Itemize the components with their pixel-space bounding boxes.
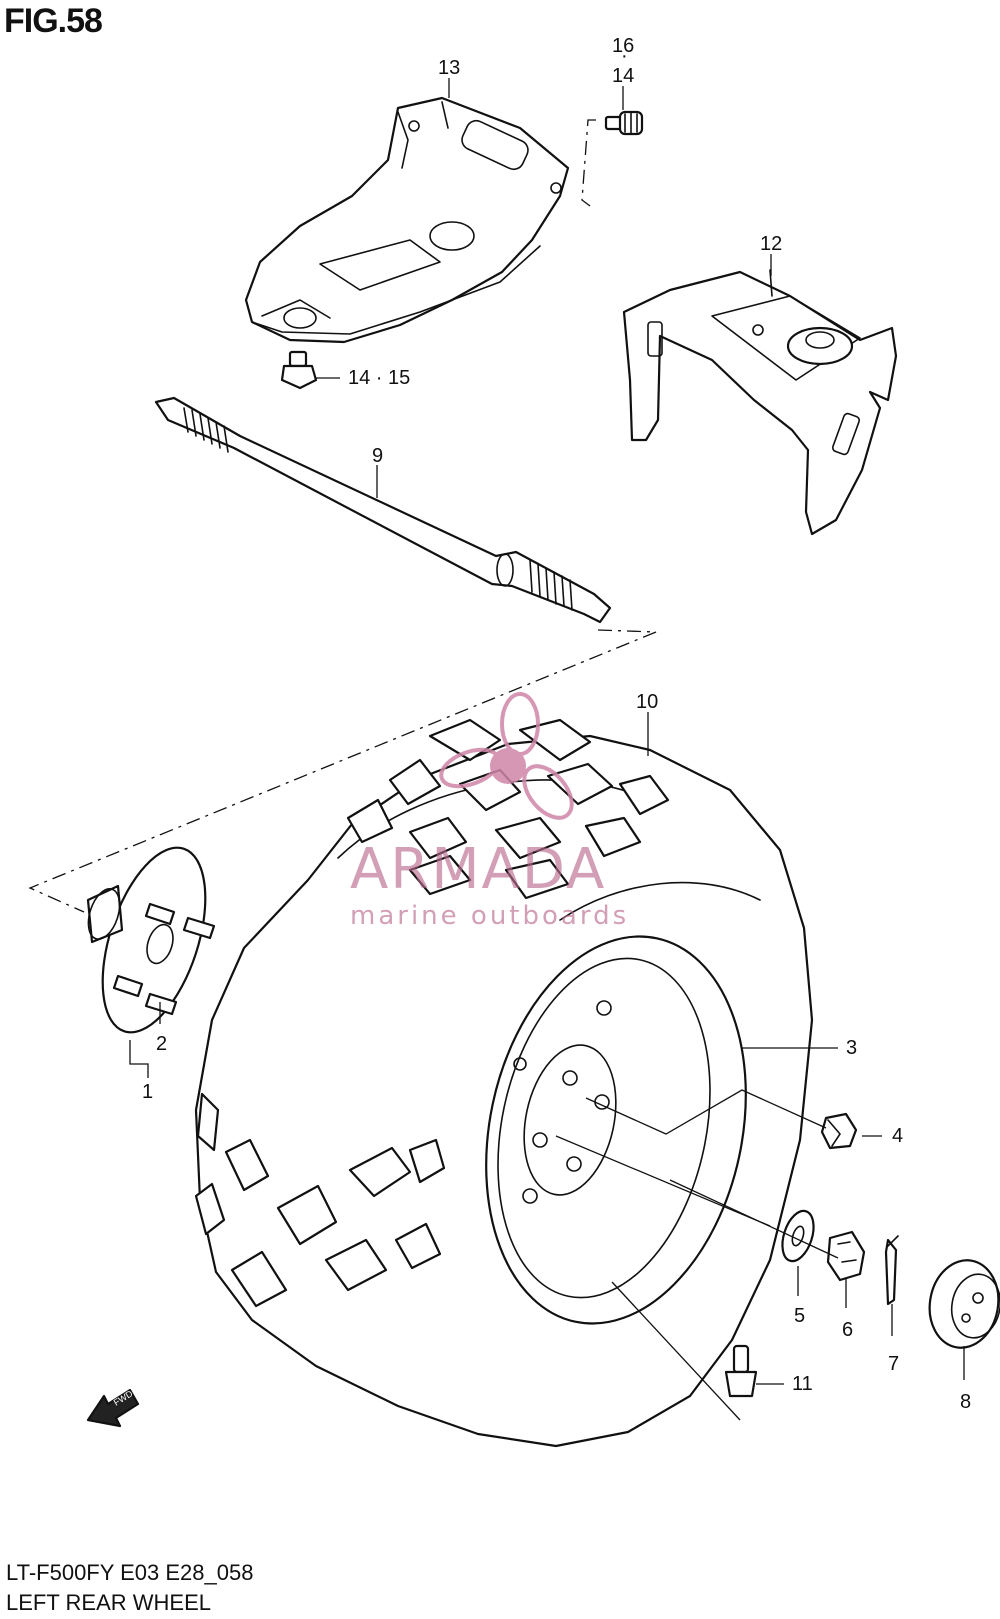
- callout-8: 8: [960, 1391, 971, 1413]
- axle-shaft: [154, 396, 612, 624]
- callout-7: 7: [888, 1353, 899, 1375]
- model-code: LT-F500FY E03 E28_058: [6, 1560, 254, 1585]
- callout-3: 3: [846, 1037, 857, 1059]
- callout-11: 11: [792, 1373, 813, 1395]
- bolt-lower: [280, 350, 318, 390]
- diagram-name: LEFT REAR WHEEL: [6, 1590, 211, 1615]
- skid-plate: [244, 96, 570, 344]
- callout-14-15: 14 · 15: [348, 367, 410, 389]
- callout-1: 1: [142, 1081, 153, 1103]
- callout-14-upper: 14: [612, 65, 634, 87]
- bolt-upper: [604, 110, 644, 136]
- callout-10: 10: [636, 691, 658, 713]
- callout-2: 2: [156, 1033, 167, 1055]
- callout-5: 5: [794, 1305, 805, 1327]
- watermark-tagline: marine outboards: [350, 901, 629, 931]
- watermark-brand: ARMADA: [350, 837, 606, 902]
- callout-13: 13: [438, 57, 460, 79]
- callout-12: 12: [760, 233, 782, 255]
- figure-title: FIG.58: [4, 2, 103, 40]
- callout-16: 16: [612, 35, 634, 57]
- wheel-hub: [86, 846, 216, 1034]
- propeller-logo: [439, 692, 574, 820]
- mounting-bracket: [622, 269, 898, 536]
- callout-4: 4: [892, 1125, 903, 1147]
- callout-9: 9: [372, 445, 383, 467]
- forward-direction-arrow: FWD: [86, 1388, 140, 1428]
- callout-6: 6: [842, 1319, 853, 1341]
- wheel-nut: [820, 1112, 858, 1150]
- callout-separator-dot: ·: [621, 45, 628, 67]
- castle-nut: [826, 1230, 866, 1282]
- wheel-rim: [485, 935, 747, 1325]
- watermark: ARMADA marine outboards: [350, 692, 629, 931]
- hub-cap: [928, 1259, 1000, 1349]
- washer: [781, 1209, 815, 1263]
- cotter-pin: [884, 1235, 899, 1306]
- tire-valve: [724, 1344, 758, 1398]
